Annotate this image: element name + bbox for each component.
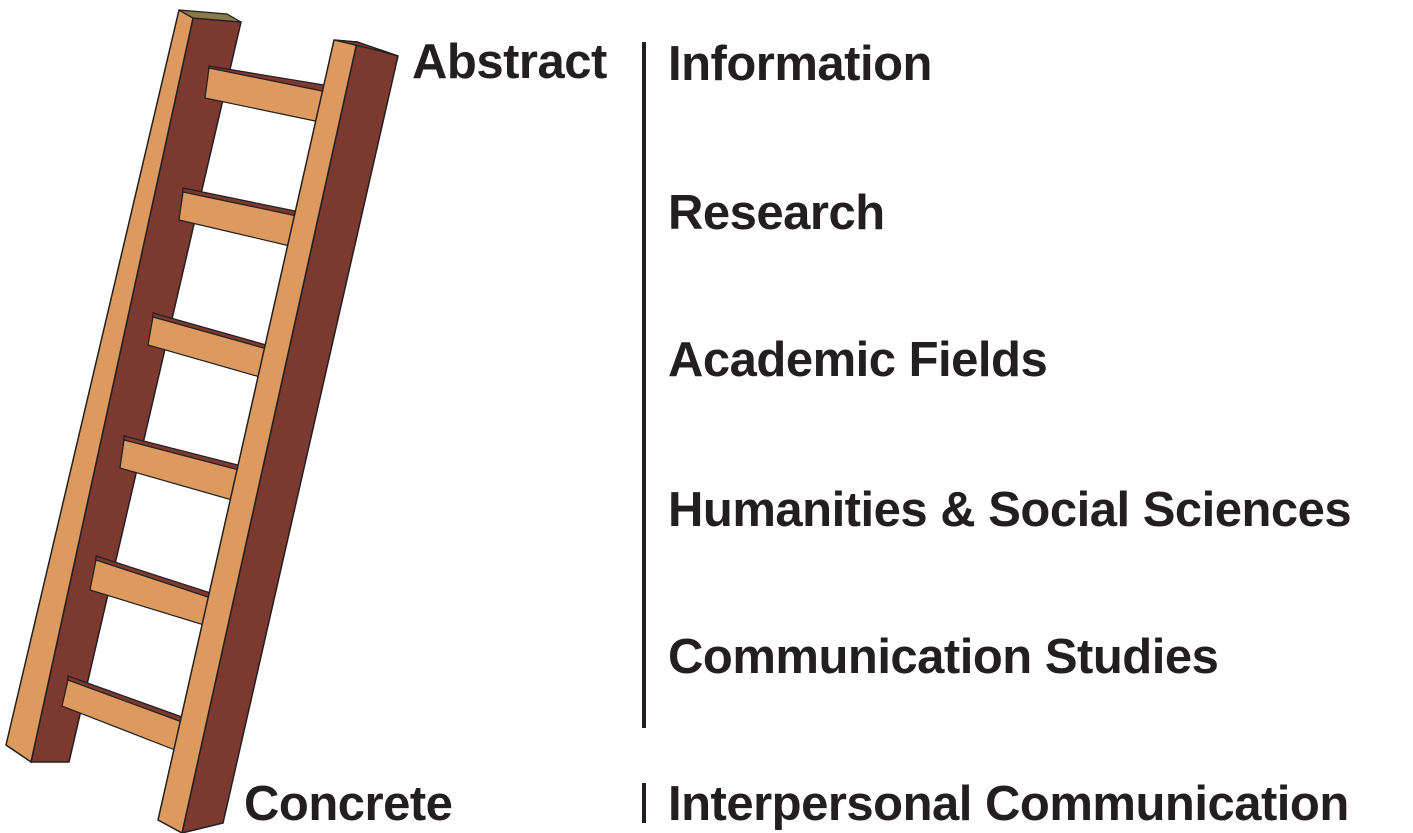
level-communication-studies: Communication Studies [668,630,1219,684]
ladder-rungs [61,65,331,751]
left-rail-cap [178,9,242,23]
level-humanities-social-sciences: Humanities & Social Sciences [668,483,1352,537]
right-rail-side [181,41,399,833]
abstract-label: Abstract [412,35,607,89]
right-rail-cap [333,39,399,57]
concrete-label: Concrete [244,777,453,831]
level-research: Research [668,186,885,240]
rung-5 [89,559,212,626]
level-interpersonal-communication: Interpersonal Communication [668,777,1349,831]
divider-line [642,42,646,728]
divider-line-bottom [642,783,646,823]
level-academic-fields: Academic Fields [668,333,1048,387]
ladder-icon [5,8,399,833]
rung-4 [119,439,240,501]
level-information: Information [668,37,932,91]
rung-3 [147,316,268,378]
left-rail-front [5,8,194,764]
